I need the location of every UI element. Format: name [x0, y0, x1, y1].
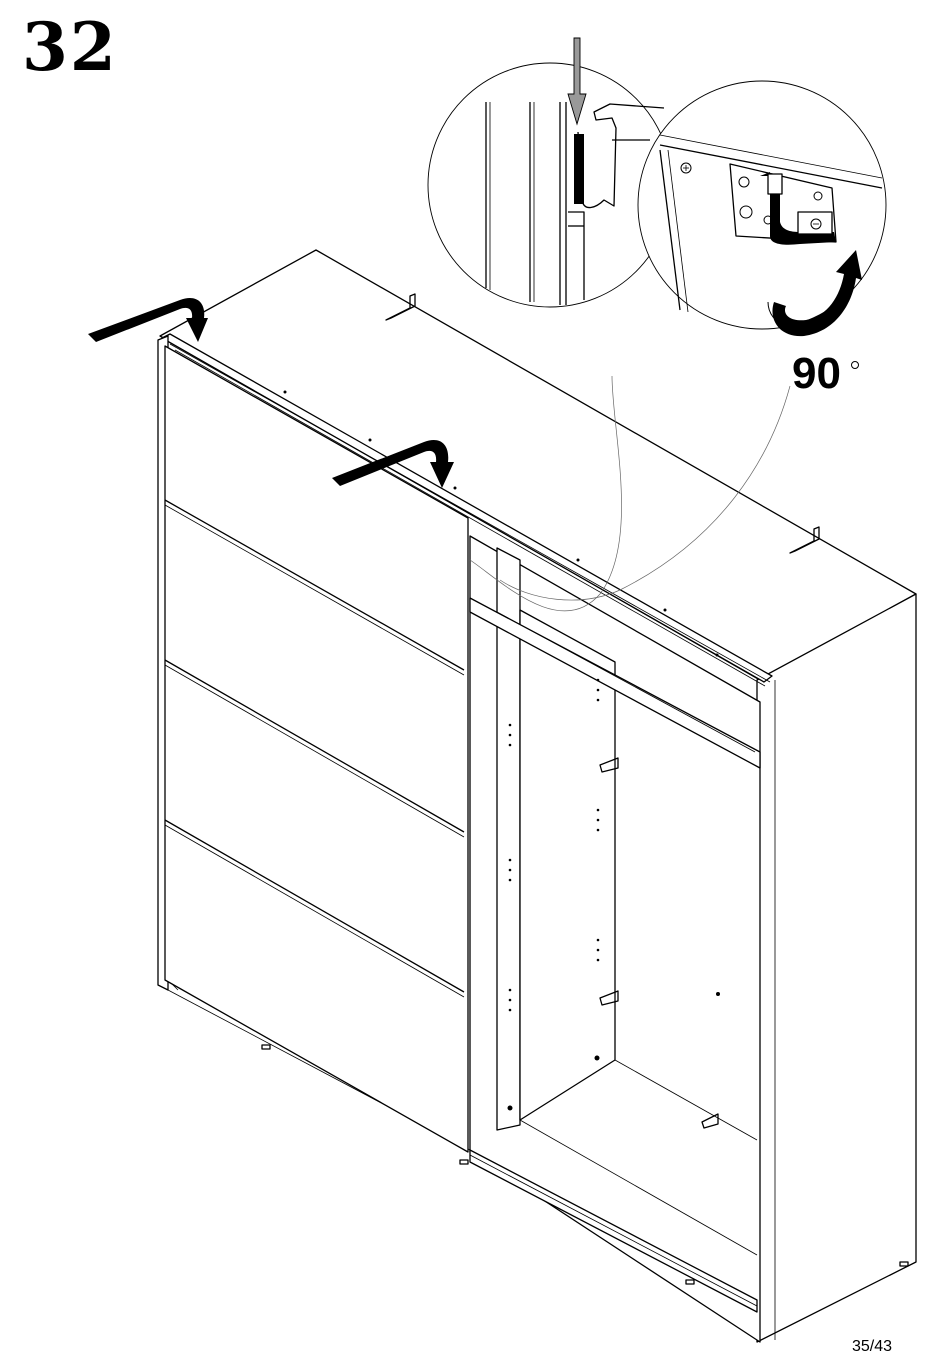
- detail-insert-circle: [428, 38, 672, 307]
- degree-symbol: [851, 361, 859, 369]
- page-number: 35/43: [852, 1338, 892, 1356]
- rotation-angle-label: 90: [792, 352, 841, 396]
- detail-rotate-circle: [638, 81, 886, 336]
